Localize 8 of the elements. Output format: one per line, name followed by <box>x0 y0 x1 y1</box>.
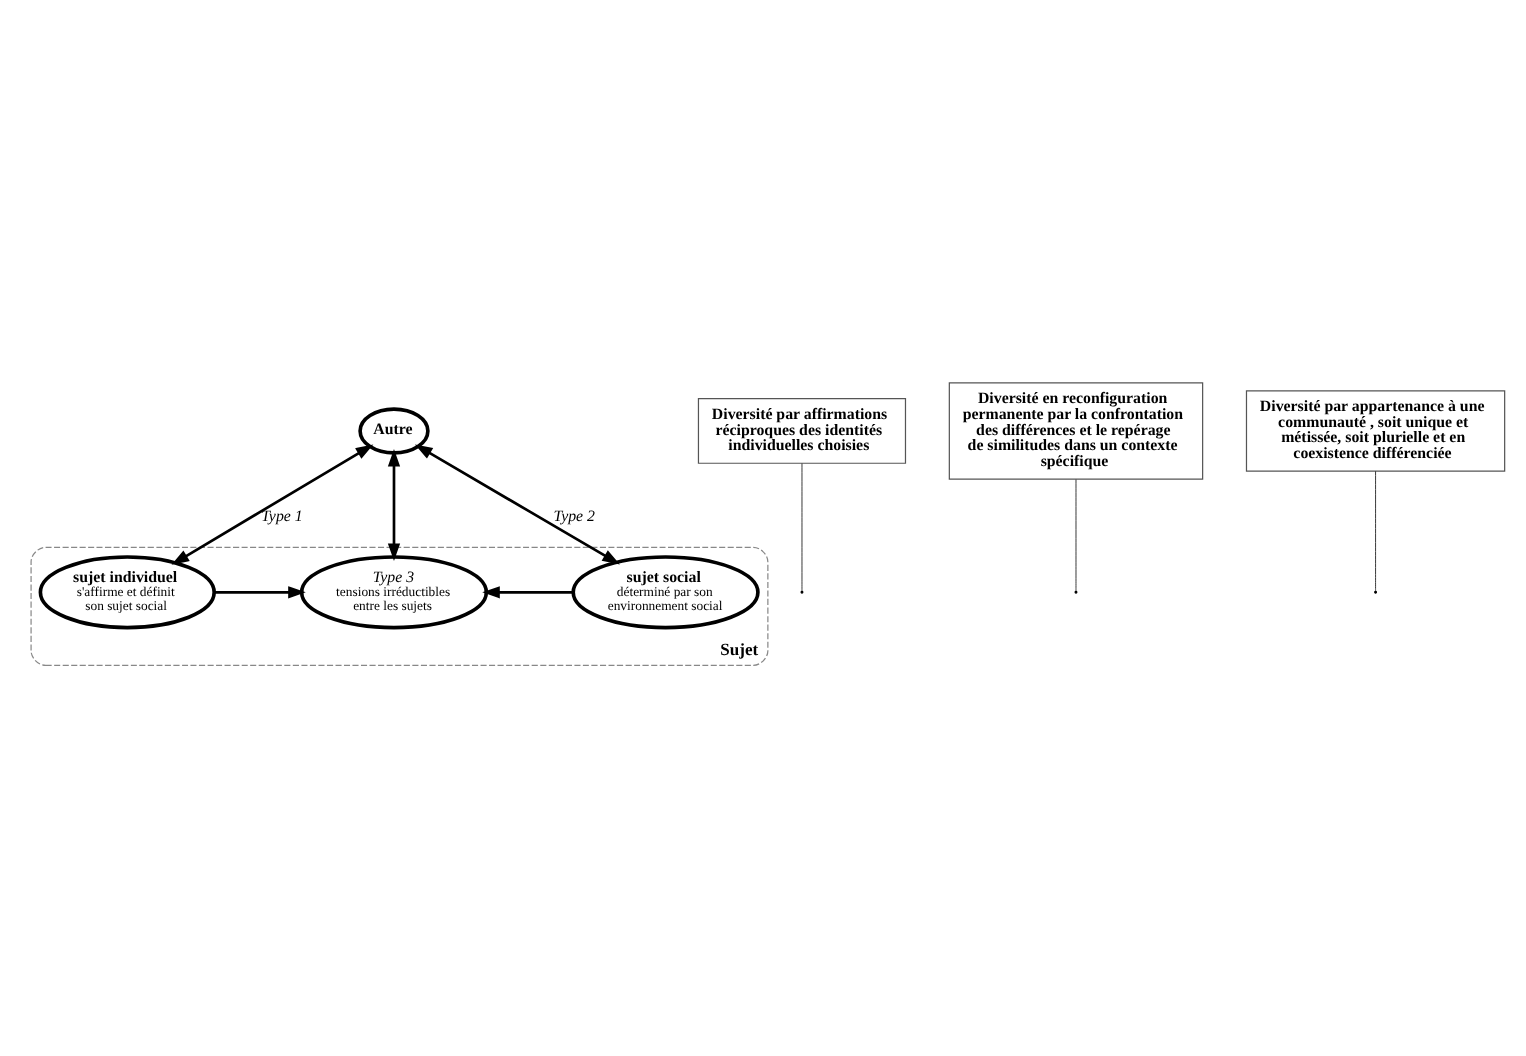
arrow <box>171 443 374 564</box>
connector <box>1075 478 1077 591</box>
connector <box>801 462 803 591</box>
connector <box>1375 469 1377 591</box>
arrow <box>482 585 574 598</box>
arrow <box>214 585 306 598</box>
arrow <box>414 443 620 564</box>
arrow <box>387 448 401 561</box>
